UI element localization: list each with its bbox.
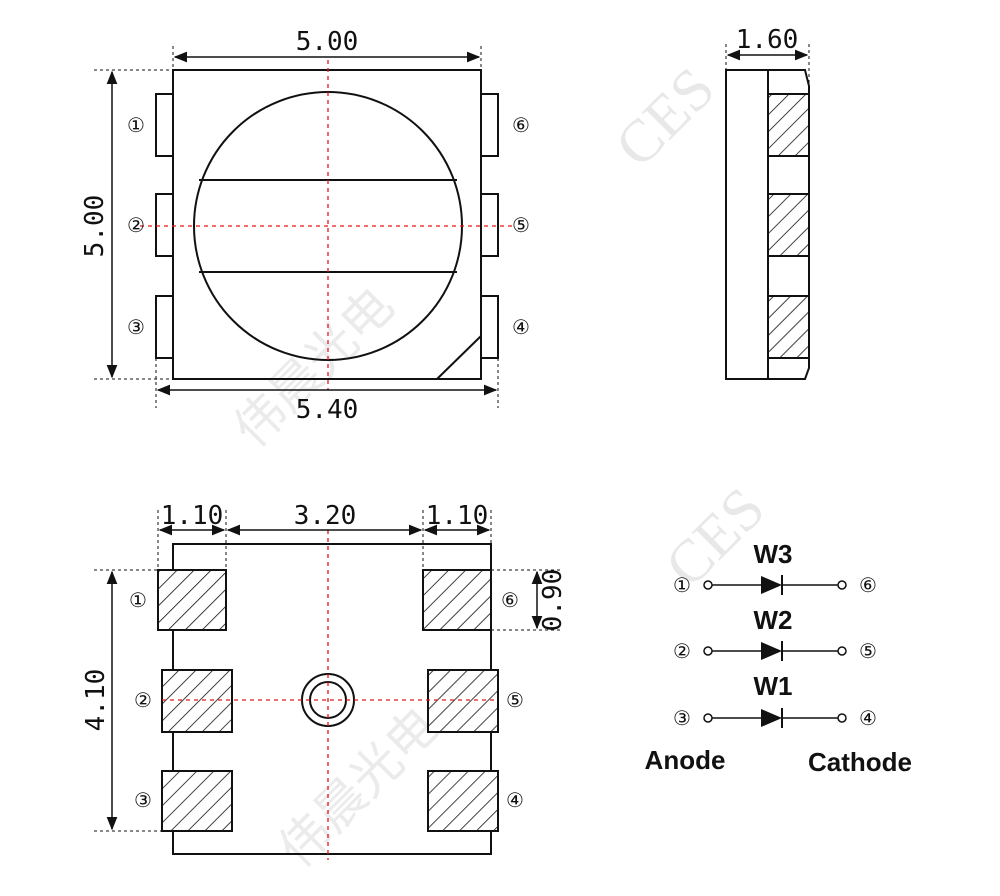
led-w3-in-pin: ① <box>673 573 691 597</box>
side-thickness-dim: 1.60 <box>736 25 799 55</box>
lead-4 <box>480 295 499 359</box>
side-lead-middle <box>767 193 810 257</box>
led-w1-out-pin: ④ <box>859 706 877 730</box>
led-w3-anode-node <box>703 580 713 590</box>
top-overall-width-dim: 5.40 <box>296 395 359 425</box>
led-w2-cathode-node <box>837 646 847 656</box>
led-w3-label: W3 <box>754 539 793 569</box>
bottom-pad-height-dim: 0.90 <box>538 569 568 632</box>
led-w3-diode-icon <box>761 576 782 594</box>
cathode-label: Cathode <box>808 747 912 777</box>
anode-label: Anode <box>645 745 726 775</box>
led-w2-anode-node <box>703 646 713 656</box>
top-pin-5-label: ⑤ <box>512 213 530 237</box>
led-w1-cathode-node <box>837 713 847 723</box>
led-w3-out-pin: ⑥ <box>859 573 877 597</box>
led-w2-label: W2 <box>754 605 793 635</box>
top-height-dim: 5.00 <box>80 195 110 258</box>
lead-3 <box>155 295 174 359</box>
top-pin-2-label: ② <box>127 213 145 237</box>
bottom-pad-gap-dim: 3.20 <box>294 501 357 531</box>
bottom-pin-2-label: ② <box>134 688 152 712</box>
bottom-pin-6-label: ⑥ <box>501 588 519 612</box>
schematic: W3 ① ⑥ W2 ② ⑤ W1 ③ <box>645 539 912 777</box>
led-w1-diode-icon <box>761 709 782 727</box>
bottom-pad-width-left-dim: 1.10 <box>161 501 224 531</box>
led-w2-diode-icon <box>761 642 782 660</box>
top-pin-6-label: ⑥ <box>512 113 530 137</box>
led-w3-cathode-node <box>837 580 847 590</box>
pad-6 <box>422 569 492 631</box>
top-pin-3-label: ③ <box>127 315 145 339</box>
led-w2: W2 ② ⑤ <box>673 605 877 663</box>
bottom-view-pin-labels: ① ② ③ ⑥ ⑤ ④ <box>129 588 524 812</box>
lead-5 <box>480 193 499 257</box>
side-view <box>725 44 810 380</box>
led-w1-label: W1 <box>754 671 793 701</box>
watermark-brand: CES <box>603 55 727 179</box>
bottom-pad-width-right-dim: 1.10 <box>426 501 489 531</box>
led-w3: W3 ① ⑥ <box>673 539 877 597</box>
bottom-pin-4-label: ④ <box>506 788 524 812</box>
led-w1: W1 ③ ④ <box>673 671 877 730</box>
side-body-outline <box>725 69 769 380</box>
top-width-dim: 5.00 <box>296 27 359 57</box>
bottom-pad-span-dim: 4.10 <box>81 669 111 732</box>
top-pin-4-label: ④ <box>512 315 530 339</box>
watermark-brand-2: CES <box>653 475 777 599</box>
led-w1-anode-node <box>703 713 713 723</box>
lead-1 <box>155 93 174 157</box>
top-pin-1-label: ① <box>127 113 145 137</box>
lead-6 <box>480 93 499 157</box>
bottom-pin-1-label: ① <box>129 588 147 612</box>
led-w2-out-pin: ⑤ <box>859 639 877 663</box>
watermark-company: 伟晨光电 <box>222 276 404 458</box>
bottom-pin-5-label: ⑤ <box>506 688 524 712</box>
top-view-pin-labels: ① ② ③ ⑥ ⑤ ④ <box>127 113 530 339</box>
side-lead-bottom <box>767 295 810 359</box>
pad-4 <box>427 770 499 832</box>
led-w2-in-pin: ② <box>673 639 691 663</box>
lead-2 <box>155 193 174 257</box>
pad-1 <box>157 569 227 631</box>
watermark-company-2: 伟晨光电 <box>267 696 449 878</box>
pad-5 <box>427 669 499 733</box>
led-w1-in-pin: ③ <box>673 706 691 730</box>
top-view <box>94 46 515 408</box>
bottom-pin-3-label: ③ <box>134 788 152 812</box>
side-lead-top <box>767 93 810 157</box>
polarity-chamfer <box>436 335 482 380</box>
pad-3 <box>161 770 233 832</box>
pad-2 <box>161 669 233 733</box>
bottom-view <box>94 510 560 860</box>
